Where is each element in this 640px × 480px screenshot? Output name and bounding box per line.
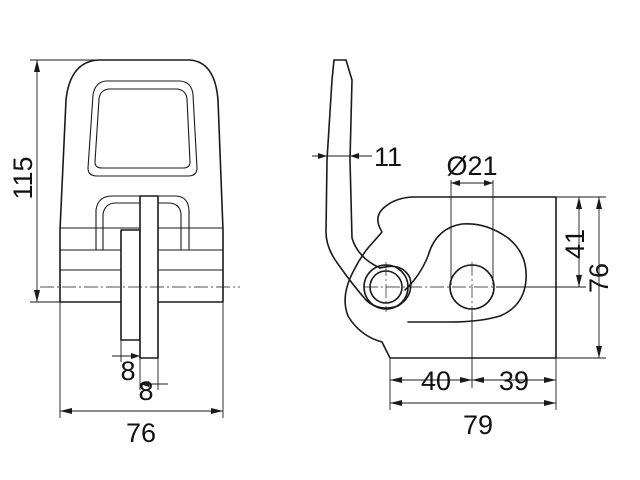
front-handle-opening-inner	[94, 88, 191, 169]
front-view: 115 76 8 8	[8, 59, 240, 448]
dim-76-front-arrow-left	[60, 408, 72, 414]
dim-8-arrow-bottom	[140, 381, 149, 387]
dim-d21-arrow-left	[451, 180, 460, 186]
dim-115-arrow-bottom	[34, 290, 40, 302]
dim-115-label: 115	[8, 156, 38, 199]
front-body-outline	[59, 59, 224, 303]
dim-40-arrow-right	[460, 377, 472, 383]
dim-39-label: 39	[499, 366, 529, 396]
side-plate-outline	[344, 196, 557, 359]
dim-79-arrow-left	[390, 400, 402, 406]
dim-11-label: 11	[374, 142, 402, 172]
dim-41-label: 41	[560, 229, 590, 259]
dim-8-right-label: 8	[138, 376, 153, 406]
dim-11-arrow-right	[350, 153, 359, 159]
dim-39-arrow-right	[544, 377, 556, 383]
side-lever-outline	[325, 59, 412, 309]
dim-76-front-arrow-right	[211, 408, 223, 414]
dim-41-arrow-top	[576, 197, 582, 209]
dim-41-arrow-bottom	[576, 275, 582, 287]
front-center-plate-left	[120, 229, 141, 341]
dim-d21-arrow-right	[484, 180, 493, 186]
dim-76-front-label: 76	[126, 418, 156, 448]
dim-76-side-arrow-bottom	[596, 346, 602, 358]
dim-76-side-arrow-top	[596, 197, 602, 209]
dim-115-arrow-top	[34, 60, 40, 72]
dim-79-arrow-right	[544, 400, 556, 406]
side-cam-profile	[404, 222, 527, 323]
front-handle-opening-outer	[87, 80, 198, 177]
dim-76-side-label: 76	[584, 263, 614, 293]
dim-d21-label: Ø21	[446, 151, 497, 181]
dim-11-arrow-left	[318, 153, 327, 159]
dim-40-label: 40	[421, 366, 451, 396]
dim-8-left-label: 8	[120, 356, 135, 386]
dim-40-arrow-left	[390, 377, 402, 383]
dim-39-arrow-left	[472, 377, 484, 383]
front-center-plate-right	[139, 195, 159, 359]
dim-8-arrow-top	[131, 353, 140, 359]
dim-79-label: 79	[463, 410, 493, 440]
side-view: 11 Ø21 41 76 40 39	[312, 59, 614, 440]
